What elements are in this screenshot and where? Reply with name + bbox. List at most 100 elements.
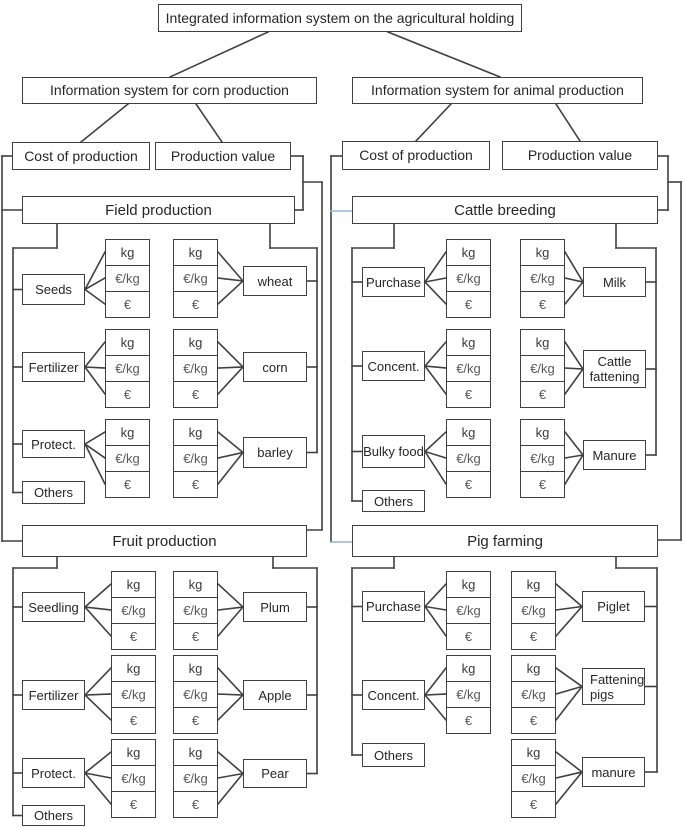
connector: [216, 340, 245, 369]
connector: [83, 340, 107, 369]
connector: [423, 430, 448, 453]
unit-stack: kg€/kg€: [520, 329, 565, 408]
unit-cell-eur: €: [447, 471, 490, 497]
connector: [83, 605, 113, 638]
input-box: Others: [362, 743, 425, 767]
output-box: corn: [243, 352, 307, 382]
connector: [564, 367, 584, 370]
connector: [563, 280, 585, 306]
connector: [216, 772, 245, 806]
connector: [83, 250, 107, 291]
connector: [84, 693, 112, 696]
connector: [414, 102, 453, 143]
connector: [83, 288, 107, 306]
unit-cell-kg: kg: [461, 335, 476, 350]
unit-cell-kg: kg: [188, 577, 203, 592]
connector: [216, 750, 245, 775]
unit-stack: kg€/kg€: [105, 329, 150, 408]
unit-stack: kg€/kg€: [111, 739, 156, 818]
connector: [563, 453, 585, 486]
output-box: wheat: [243, 266, 307, 296]
unit-cell-kg: kg: [526, 745, 541, 760]
unit-cell-eur-per-kg: €/kg: [174, 681, 217, 707]
connector: [216, 250, 245, 283]
connector: [217, 772, 244, 779]
unit-cell-eur-per-kg: €/kg: [174, 765, 217, 791]
unit-cell-eur: €: [174, 291, 217, 317]
unit-cell-eur-per-kg: €/kg: [106, 265, 149, 291]
connector: [423, 582, 448, 608]
unit-stack: kg€/kg€: [173, 655, 218, 734]
unit-stack: kg€/kg€: [105, 239, 150, 318]
unit-cell-kg: kg: [188, 335, 203, 350]
connector: [216, 451, 245, 486]
unit-cell-kg: kg: [535, 335, 550, 350]
input-box: Seeds: [22, 274, 85, 305]
connector: [216, 279, 245, 306]
unit-cell-eur: €: [106, 291, 149, 317]
connector: [423, 450, 448, 486]
unit-cell-eur: €: [174, 623, 217, 649]
connector: [424, 693, 447, 696]
input-box: Others: [362, 490, 425, 512]
unit-cell-eur: €: [106, 381, 149, 407]
unit-stack: kg€/kg€: [446, 655, 491, 734]
unit-stack: kg€/kg€: [520, 239, 565, 318]
connector: [423, 364, 448, 396]
system-box-corn: Information system for corn production: [22, 77, 317, 104]
unit-cell-eur-per-kg: €/kg: [106, 445, 149, 471]
connector: [563, 367, 585, 396]
unit-cell-eur: €: [447, 291, 490, 317]
connector: [564, 454, 584, 459]
unit-cell-eur-per-kg: €/kg: [512, 597, 555, 623]
unit-cell-eur: €: [512, 623, 555, 649]
unit-cell-eur: €: [112, 623, 155, 649]
connector: [83, 430, 107, 446]
unit-cell-eur: €: [447, 623, 490, 649]
unit-cell-kg: kg: [535, 425, 550, 440]
section-header-field-production: Field production: [22, 196, 295, 224]
input-box: Bulky food: [362, 435, 425, 468]
connector: [555, 771, 583, 779]
connector: [423, 450, 448, 460]
output-box: Plum: [243, 592, 307, 622]
input-box: Protect.: [22, 430, 85, 458]
unit-cell-kg: kg: [461, 245, 476, 260]
connector: [84, 772, 112, 779]
unit-cell-eur-per-kg: €/kg: [174, 445, 217, 471]
unit-cell-eur: €: [174, 707, 217, 733]
unit-cell-kg: kg: [120, 335, 135, 350]
input-box: Purchase: [362, 591, 425, 622]
output-box: manure: [582, 757, 645, 787]
unit-stack: kg€/kg€: [511, 655, 556, 734]
output-box: Apple: [243, 680, 307, 710]
input-box: Fertilizer: [22, 352, 85, 382]
connector: [216, 666, 245, 697]
production-value-left-box: Production value: [155, 142, 291, 170]
unit-cell-kg: kg: [535, 245, 550, 260]
connector: [554, 750, 584, 774]
unit-cell-eur: €: [521, 291, 564, 317]
unit-cell-eur: €: [447, 381, 490, 407]
unit-cell-kg: kg: [188, 745, 203, 760]
unit-cell-eur-per-kg: €/kg: [174, 597, 217, 623]
unit-cell-eur-per-kg: €/kg: [112, 765, 155, 791]
connector: [83, 771, 113, 806]
unit-cell-kg: kg: [126, 661, 141, 676]
connector: [424, 365, 447, 369]
connector: [424, 605, 447, 611]
unit-cell-eur-per-kg: €/kg: [512, 681, 555, 707]
output-box: Fattening pigs: [582, 668, 645, 705]
unit-cell-eur: €: [112, 707, 155, 733]
cost-of-production-left-box: Cost of production: [12, 142, 150, 170]
connector: [423, 693, 448, 722]
output-box: Manure: [583, 440, 646, 470]
connector: [423, 666, 448, 697]
unit-cell-kg: kg: [526, 577, 541, 592]
connector: [216, 582, 245, 609]
connector: [216, 430, 245, 454]
unit-stack: kg€/kg€: [446, 419, 491, 498]
connector: [423, 605, 448, 638]
connector: [83, 582, 113, 609]
